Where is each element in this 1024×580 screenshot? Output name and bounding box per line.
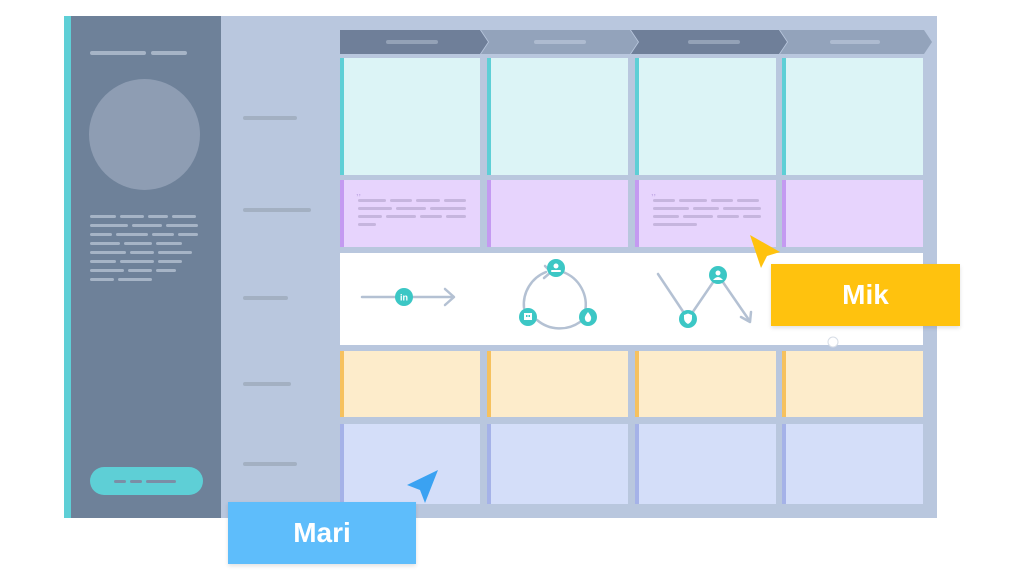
drop-icon (579, 308, 597, 326)
sidebar-accent-bar (64, 16, 71, 518)
lane-cell-thoughts-4[interactable] (782, 180, 923, 247)
lane-cell-emotions-3[interactable] (635, 351, 776, 417)
lane-cell-emotions-2[interactable] (487, 351, 628, 417)
lane-cell-opportunities-2[interactable] (487, 424, 628, 504)
journey-cycle (519, 259, 597, 330)
lane-cell-emotions-1[interactable] (340, 351, 480, 417)
row-label-4 (243, 382, 291, 386)
row-label-2 (243, 208, 311, 212)
row-label-3 (243, 296, 288, 300)
pin-icon (547, 259, 565, 277)
avatar[interactable] (89, 79, 200, 190)
lane-cell-thoughts-1[interactable]: ,, (340, 180, 480, 247)
lane-cell-opportunities-3[interactable] (635, 424, 776, 504)
mik-cursor-arrow-icon (750, 235, 780, 268)
persona-name-placeholder (90, 51, 146, 55)
arrow-right-icon (443, 287, 456, 307)
lane-cell-opportunities-1[interactable] (340, 424, 480, 504)
row-label-1 (243, 116, 297, 120)
lane-cell-emotions-4[interactable] (782, 351, 923, 417)
lane-cell-opportunities-4[interactable] (782, 424, 923, 504)
persona-action-button[interactable] (90, 467, 203, 495)
shield-icon (679, 310, 697, 328)
svg-text:in: in (400, 293, 408, 303)
lane-cell-touchpoint-2[interactable] (487, 58, 628, 175)
arrow-down-right-icon (739, 310, 753, 324)
lane-cell-thoughts-2[interactable] (487, 180, 628, 247)
mari-cursor-arrow-icon (407, 470, 438, 503)
journey-linear: in (360, 287, 456, 307)
journey-zigzag (656, 266, 753, 328)
lane-cell-touchpoint-3[interactable] (635, 58, 776, 175)
lane-cell-thoughts-3[interactable]: ,, (635, 180, 776, 247)
cursor-label-mari: Mari (228, 502, 416, 564)
row-label-5 (243, 462, 297, 466)
cursor-label-mik: Mik (771, 264, 960, 326)
persona-role-placeholder (151, 51, 187, 55)
building-icon (519, 308, 537, 326)
lane-cell-touchpoint-4[interactable] (782, 58, 923, 175)
linkedin-icon: in (395, 288, 413, 306)
lane-cell-touchpoint-1[interactable] (340, 58, 480, 175)
user-icon (709, 266, 727, 284)
